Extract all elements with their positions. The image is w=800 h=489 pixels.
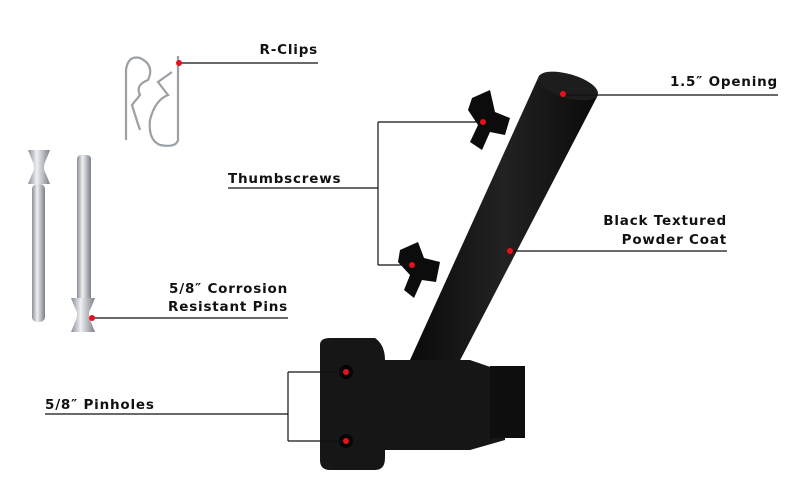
leader-lines	[45, 62, 778, 442]
label-opening: 1.5″ Opening	[669, 74, 778, 90]
label-thumbscrews: Thumbscrews	[228, 171, 342, 187]
label-pins-line2: Resistant Pins	[168, 299, 288, 315]
holder-image	[320, 71, 598, 470]
pins-image	[28, 150, 95, 332]
label-coat-line1: Black Textured	[603, 213, 727, 229]
thumbscrew-bottom	[398, 242, 440, 298]
label-r-clips: R-Clips	[259, 42, 318, 58]
label-pins-line1: 5/8″ Corrosion	[169, 281, 288, 297]
label-pinholes: 5/8″ Pinholes	[45, 397, 155, 413]
label-coat-line2: Powder Coat	[621, 232, 727, 248]
r-clips-image	[124, 56, 180, 147]
marker-dots	[89, 60, 566, 444]
thumbscrew-top	[468, 90, 510, 150]
